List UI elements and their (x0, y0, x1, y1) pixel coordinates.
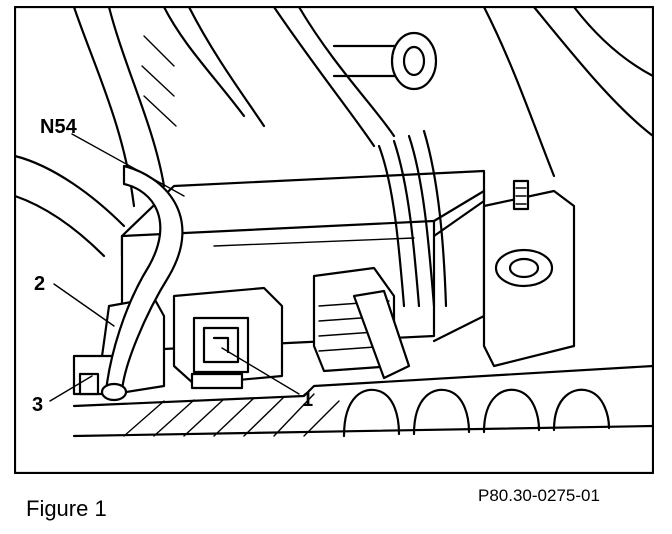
figure-border (14, 6, 654, 474)
leader-lines (49, 133, 300, 402)
floor-panel (72, 364, 654, 438)
callout-n54: N54 (40, 116, 78, 138)
callout-3: 3 (32, 394, 43, 416)
line-drawing: N54 2 3 1 (14, 6, 654, 474)
right-connector (312, 129, 448, 380)
background-cables (14, 6, 654, 258)
connector-2-3 (72, 164, 184, 402)
mounting-bracket (482, 179, 576, 368)
callout-1: 1 (302, 389, 313, 411)
figure-reference-code: P80.30-0275-01 (478, 486, 600, 505)
connector-1 (172, 286, 284, 390)
callout-2: 2 (34, 273, 45, 295)
diagram-illustration: N54 2 3 1 (14, 6, 654, 474)
figure-caption: Figure 1 (26, 496, 107, 521)
